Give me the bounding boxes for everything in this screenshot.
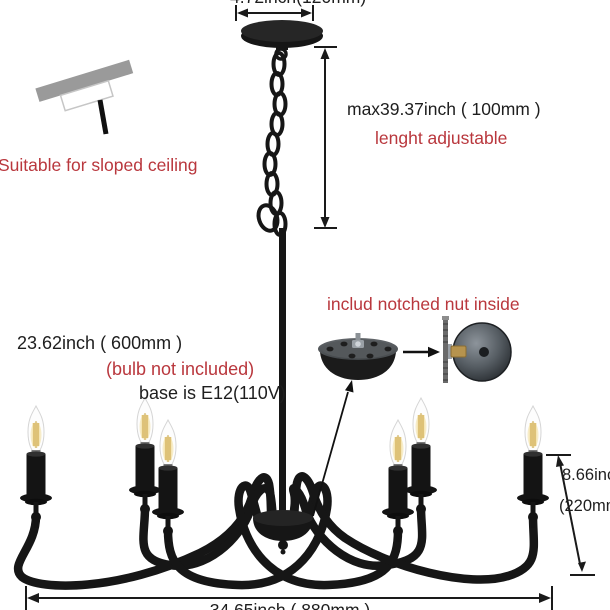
body-height-dimension	[546, 454, 595, 576]
body-height-label-inch: 8.66inch	[562, 466, 610, 484]
chain-length-dimension	[314, 46, 337, 229]
candle-bulb	[404, 397, 438, 521]
nut-pointer-arrow	[312, 380, 354, 517]
canopy-width-label: 4.72inch(120mm)	[230, 0, 366, 7]
notched-nut-dish-photo	[318, 333, 398, 380]
notched-nut-note: includ notched nut inside	[327, 294, 520, 314]
total-width-label: 34.65inch ( 880mm )	[209, 600, 371, 610]
total-width-dimension	[25, 586, 553, 610]
candle-bulb	[381, 419, 415, 543]
candle-bulb	[128, 397, 162, 521]
dish-arrow-icon	[403, 346, 440, 358]
canopy-width-dimension	[235, 5, 314, 21]
center-bowl	[253, 510, 313, 555]
notched-nut-side-photo	[442, 316, 512, 383]
base-type-note: base is E12(110V)	[139, 383, 286, 403]
sloped-ceiling-note: Suitable for sloped ceiling	[0, 155, 198, 175]
candle-bulb	[151, 419, 185, 543]
length-adjustable-note: lenght adjustable	[375, 128, 508, 148]
center-rod	[279, 228, 286, 520]
canopy	[241, 20, 323, 61]
bulb-not-included-note: (bulb not included)	[106, 359, 255, 379]
sloped-ceiling-icon	[35, 59, 134, 135]
candle-bulb	[19, 405, 53, 529]
body-height-label-mm: (220mm)	[559, 497, 610, 515]
chandelier-arms	[13, 472, 539, 590]
chain	[256, 51, 288, 237]
chain-length-label: max39.37inch ( 100mm )	[347, 99, 541, 119]
candle-bulb	[516, 405, 550, 529]
body-width-label: 23.62inch ( 600mm )	[17, 333, 183, 353]
